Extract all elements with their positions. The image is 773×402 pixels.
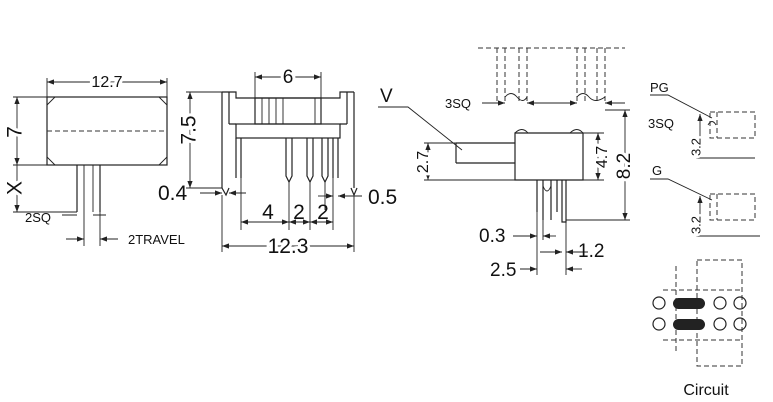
front-actuator-inner	[83, 165, 94, 212]
side-pitch-c-label: 2	[317, 201, 329, 224]
side-base-block	[235, 123, 341, 139]
side-pin-right-label: 0.5	[368, 186, 397, 209]
end-body-outline	[514, 132, 584, 181]
mount-d1-label: 3.2	[688, 138, 703, 156]
end-pitch-label: 2.5	[490, 260, 516, 281]
mount-pg-outline	[709, 111, 756, 139]
circuit-pad	[733, 317, 747, 331]
circuit-label: Circuit	[683, 382, 729, 399]
mount-pg-wave	[707, 121, 717, 126]
front-height-label: 7	[4, 126, 27, 138]
side-height-extension	[186, 91, 222, 189]
circuit-pad	[713, 296, 727, 310]
side-actuator-ribs	[261, 98, 316, 124]
circuit-contact-bottom	[673, 319, 705, 330]
end-offset-label: 1.2	[578, 241, 604, 262]
side-pitch-a-label: 4	[262, 201, 274, 224]
front-sq-label: 2SQ	[25, 210, 51, 225]
side-pin-left-label: 0.4	[158, 182, 188, 205]
side-pitch-extension	[221, 178, 355, 252]
end-pin-width-label: 0.3	[479, 226, 505, 247]
front-actuator	[76, 165, 101, 212]
end-top-waves	[504, 93, 606, 101]
front-height-extension	[13, 96, 47, 166]
end-h-mid-extension	[583, 132, 604, 181]
mount-g-outline	[709, 193, 756, 221]
end-v-leader	[378, 106, 463, 151]
front-travel-label: 2TRAVEL	[128, 232, 185, 247]
mount-g-label: G	[652, 163, 662, 178]
end-h-left-label: 2.7	[415, 151, 432, 173]
side-frame-outer	[221, 92, 355, 188]
circuit-pad	[713, 317, 727, 331]
end-pins	[536, 180, 558, 220]
end-v-label: V	[380, 86, 393, 107]
end-body-top-arcs	[514, 129, 584, 134]
end-pin-crimp	[542, 185, 552, 192]
side-actuator-housing	[254, 97, 322, 125]
side-total-label: 12.3	[268, 235, 309, 258]
mount-g-leader	[650, 178, 713, 201]
side-top-extension	[254, 72, 322, 98]
front-travel-extension	[83, 212, 101, 246]
end-top-hidden-lines	[478, 47, 625, 103]
end-h-mid-label: 4.7	[594, 146, 611, 168]
front-width-label: 12.7	[91, 74, 122, 91]
mount-detail: PG 3SQ 3.2 G 3.2	[648, 80, 760, 237]
side-frame-inner	[228, 92, 348, 124]
front-view: 12.7 7 X 2SQ 2TRAVEL	[1, 71, 185, 247]
side-view: 6 7.5 0.4 0.5 4 2 2 12.3	[158, 64, 397, 261]
side-leg-tips	[221, 187, 358, 197]
end-h-total-label: 8.2	[614, 153, 635, 179]
end-h-total-extension	[566, 109, 630, 221]
side-pitch-b-label: 2	[293, 201, 305, 224]
front-x-label: X	[4, 181, 27, 195]
end-sq-label: 3SQ	[445, 96, 471, 111]
side-solder-pins	[285, 138, 329, 184]
circuit-hidden-outline	[663, 259, 743, 367]
end-view: V 3SQ 2.7 4.7 8.2 0.3	[378, 47, 638, 281]
side-top-outline	[222, 91, 354, 99]
circuit-diagram: Circuit	[652, 259, 747, 399]
circuit-pad	[652, 317, 666, 331]
circuit-pad	[652, 296, 666, 310]
end-mount-leg	[561, 180, 567, 223]
front-corner-marks	[46, 96, 168, 166]
mount-pg-label: PG	[650, 80, 669, 95]
side-mount-legs	[235, 138, 339, 178]
circuit-contact-top	[673, 298, 705, 309]
side-height-label: 7.5	[178, 115, 201, 144]
circuit-pad	[733, 296, 747, 310]
mount-sq-label: 3SQ	[648, 116, 674, 131]
mount-d2-label: 3.2	[688, 216, 703, 234]
end-actuator	[455, 142, 515, 164]
side-top-label: 6	[283, 67, 294, 88]
front-width-extension	[46, 78, 168, 97]
end-bottom-extension	[536, 212, 567, 275]
end-h-left-extension	[424, 142, 515, 181]
mount-pg-leader	[650, 94, 713, 119]
